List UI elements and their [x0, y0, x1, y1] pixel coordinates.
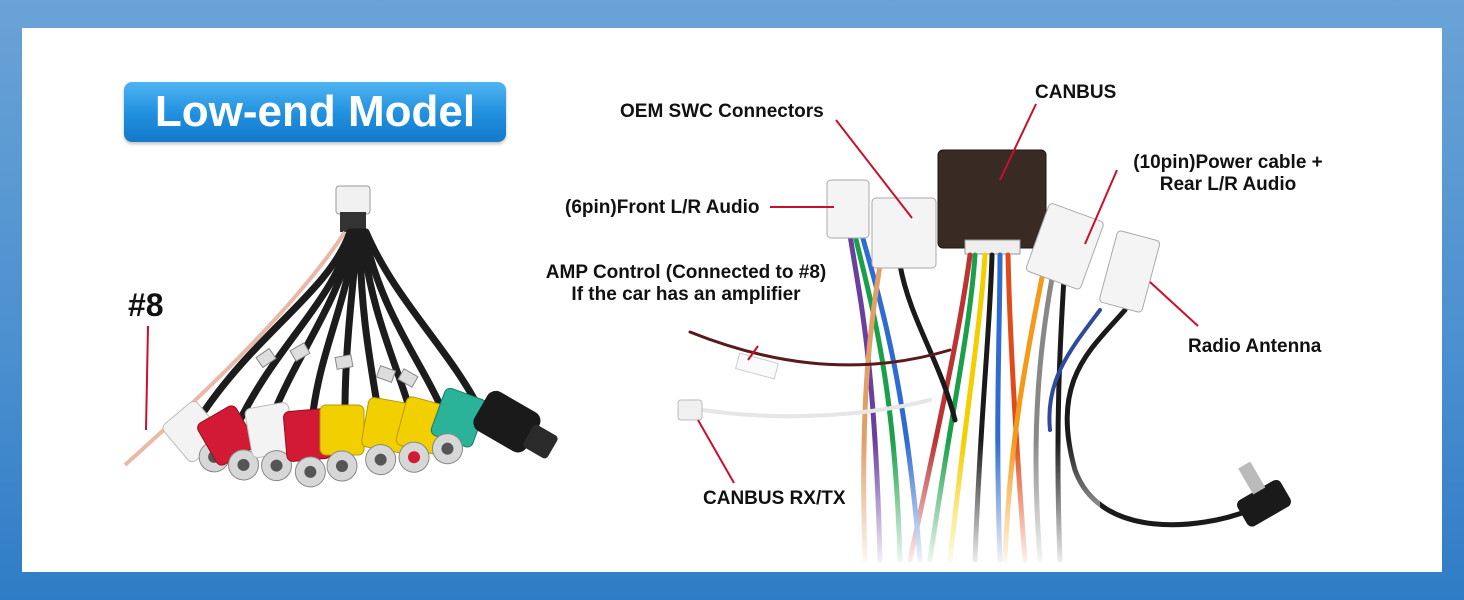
- oem-swc-label: OEM SWC Connectors: [620, 101, 824, 122]
- amp-control-line2: If the car has an amplifier: [571, 284, 801, 305]
- wire-8-label: #8: [128, 287, 164, 323]
- power-cable-line2: Rear L/R Audio: [1159, 174, 1297, 195]
- model-badge: Low-end Model: [124, 82, 506, 142]
- amp-control-label: AMP Control (Connected to #8) If the car…: [538, 262, 834, 306]
- callout-lines: [145, 103, 1199, 484]
- rca-plugs: [162, 387, 558, 488]
- main-harness-image: [677, 149, 1291, 572]
- rca-harness-image: [123, 185, 558, 488]
- canbus-label: CANBUS: [1035, 82, 1117, 103]
- amp-control-line1: AMP Control (Connected to #8): [545, 262, 827, 283]
- power-cable-label: (10pin)Power cable + Rear L/R Audio: [1128, 152, 1328, 196]
- radio-antenna-label: Radio Antenna: [1188, 336, 1322, 357]
- power-cable-line1: (10pin)Power cable +: [1133, 152, 1323, 173]
- front-audio-label: (6pin)Front L/R Audio: [565, 197, 760, 218]
- canbus-rxtx-label: CANBUS RX/TX: [703, 488, 846, 509]
